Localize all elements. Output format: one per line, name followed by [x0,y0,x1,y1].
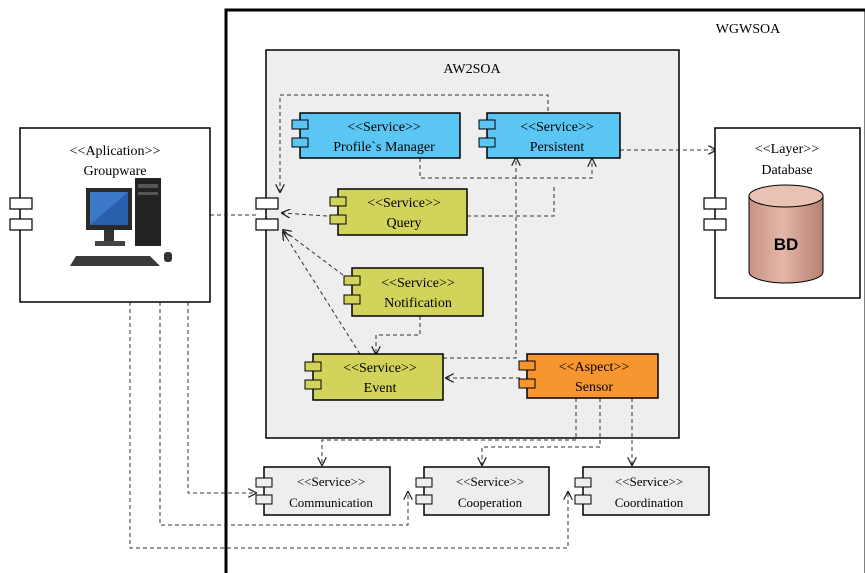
coordination-name: Coordination [615,495,684,510]
connector-notification-port [283,230,344,276]
sensor-name: Sensor [575,380,613,395]
connector-event-persistent [443,158,516,359]
profiles-stereotype: <<Service>> [347,120,421,135]
service-persistent [478,112,621,159]
connector-event-port [283,232,361,355]
db-name: Database [761,163,812,178]
communication-stereotype: <<Service>> [297,474,365,489]
app-stereotype: <<Aplication>> [70,144,161,159]
cooperation-name: Cooperation [458,495,523,510]
service-notification [343,267,484,317]
cooperation-stereotype: <<Service>> [456,474,524,489]
sensor-stereotype: <<Aspect>> [559,360,630,375]
notification-name: Notification [384,296,452,311]
db-stereotype: <<Layer>> [755,142,819,157]
wgwsoa-title: WGWSOA [716,22,781,37]
connector-app-cooperation [159,302,408,526]
query-name: Query [387,216,422,231]
connector-query-persistent [467,186,555,217]
service-event [304,353,444,401]
service-communication [255,466,391,516]
connector-notification-event [376,316,421,354]
service-query [329,188,468,236]
app-name: Groupware [84,164,147,179]
persistent-name: Persistent [530,140,585,155]
query-stereotype: <<Service>> [367,196,441,211]
connector-app-coordination [129,302,568,549]
profiles-name: Profile`s Manager [333,140,435,155]
aspect-sensor [518,353,659,399]
connector-app-communication [187,302,256,493]
aw2soa-port [255,197,279,231]
connector-query-port [282,213,328,216]
connector-sensor-communication [322,398,577,465]
db-cylinder-label: BD [774,235,799,254]
service-profiles-manager [291,112,461,159]
notification-stereotype: <<Service>> [381,276,455,291]
application-box [9,127,211,303]
connector-profiles-persistent [419,158,592,179]
database-box [703,127,861,299]
service-coordination [574,466,710,516]
connector-profiles-port [280,94,549,192]
communication-name: Communication [289,495,373,510]
event-name: Event [364,381,397,396]
event-stereotype: <<Service>> [343,361,417,376]
connector-sensor-cooperation [482,398,601,465]
aw2soa-title: AW2SOA [443,62,501,77]
coordination-stereotype: <<Service>> [615,474,683,489]
labels: <<Aplication>> Groupware <<Layer>> Datab… [70,120,820,510]
database-cylinder-icon [748,184,824,284]
computer-icon [70,178,172,266]
connectors [129,94,716,549]
service-cooperation [415,466,550,516]
persistent-stereotype: <<Service>> [520,120,594,135]
